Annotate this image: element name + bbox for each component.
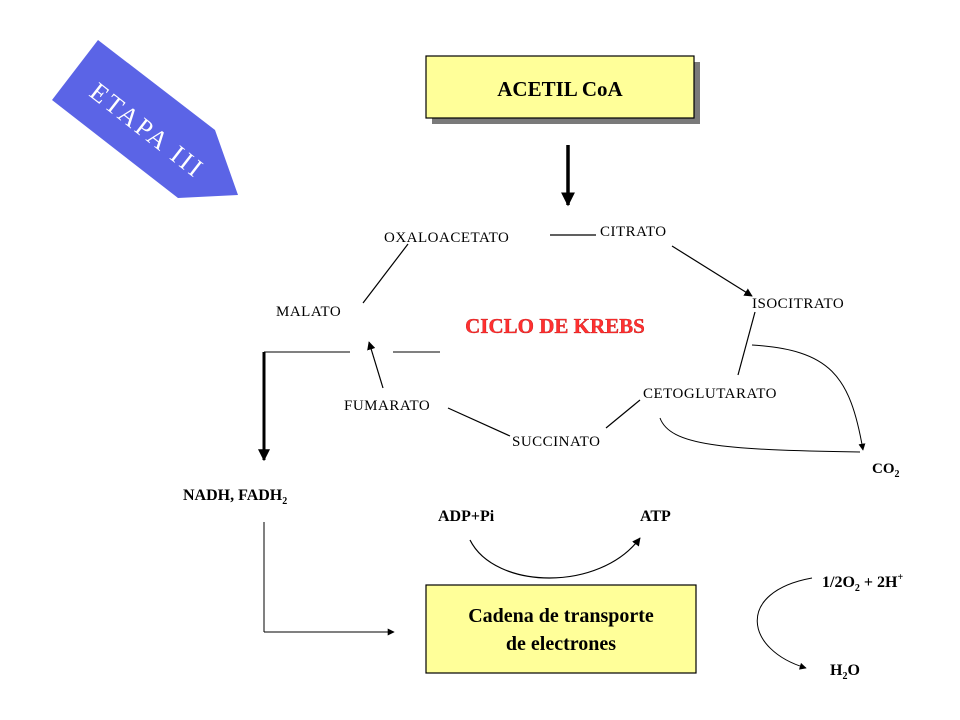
nadh-fadh-main: NADH, FADH	[183, 487, 283, 504]
acetyl-coa-box: ACETIL CoA	[425, 55, 700, 124]
transport-chain-line2: de electrones	[506, 633, 616, 655]
connector-citrato-isocitrato	[671, 245, 753, 297]
label-cetoglutarato: CETOGLUTARATO	[643, 386, 777, 402]
stage-badge-arrow-shape	[52, 40, 238, 198]
connector-isocitrato-cetoglutarato	[737, 311, 756, 376]
label-succinato: SUCCINATO	[512, 434, 600, 450]
nadh-fadh-subscript: 2	[282, 496, 287, 507]
label-isocitrato: ISOCITRATO	[752, 296, 844, 312]
transport-chain-box-fill	[425, 584, 697, 674]
nadh-fadh-label: NADH, FADH2	[183, 487, 287, 507]
label-malato: MALATO	[276, 304, 341, 320]
nadh-branch	[258, 351, 440, 462]
co2-subscript: 2	[895, 469, 900, 480]
stage-badge: ETAPA III	[52, 40, 238, 198]
nadh-to-chain-connector	[263, 522, 395, 636]
co2-main: CO	[872, 461, 895, 477]
co2-release-curves	[659, 344, 866, 453]
co2-label: CO2	[872, 461, 900, 480]
acetyl-coa-box-fill	[425, 55, 695, 119]
connector-succinato-fumarato	[447, 407, 511, 437]
oxygen-main: 1/2O	[822, 574, 855, 591]
transport-chain-box: Cadena de transporte de electrones	[425, 584, 697, 674]
connector-malato-oxaloacetato	[362, 243, 409, 304]
cycle-intermediates: OXALOACETATO CITRATO ISOCITRATO CETOGLUT…	[276, 224, 844, 450]
curve-cetoglutarato-co2	[659, 417, 861, 453]
adp-label: ADP+Pi	[438, 508, 495, 525]
curve-isocitrato-co2	[751, 344, 866, 451]
cycle-connectors	[362, 234, 756, 437]
label-citrato: CITRATO	[600, 224, 667, 240]
oxygen-protons: + 2H	[860, 574, 898, 591]
oxygen-superscript: +	[897, 572, 903, 583]
atp-synthesis-arrow	[469, 537, 641, 579]
transport-chain-line1: Cadena de transporte	[468, 605, 654, 627]
label-oxaloacetato: OXALOACETATO	[384, 230, 509, 246]
cycle-title: CICLO DE KREBS	[465, 314, 645, 338]
water-h: H	[830, 662, 843, 679]
water-label: H2O	[830, 662, 860, 682]
water-subscript: 2	[842, 671, 847, 682]
water-o: O	[847, 662, 859, 679]
acetyl-coa-label: ACETIL CoA	[497, 77, 623, 101]
label-fumarato: FUMARATO	[344, 398, 430, 414]
connector-cetoglutarato-succinato	[605, 399, 641, 429]
connector-fumarato-malato	[367, 341, 384, 389]
oxygen-label: 1/2O2 + 2H+	[822, 572, 903, 594]
water-formation-arrow	[756, 577, 813, 670]
oxygen-subscript: 2	[855, 583, 860, 594]
atp-label: ATP	[640, 508, 671, 525]
